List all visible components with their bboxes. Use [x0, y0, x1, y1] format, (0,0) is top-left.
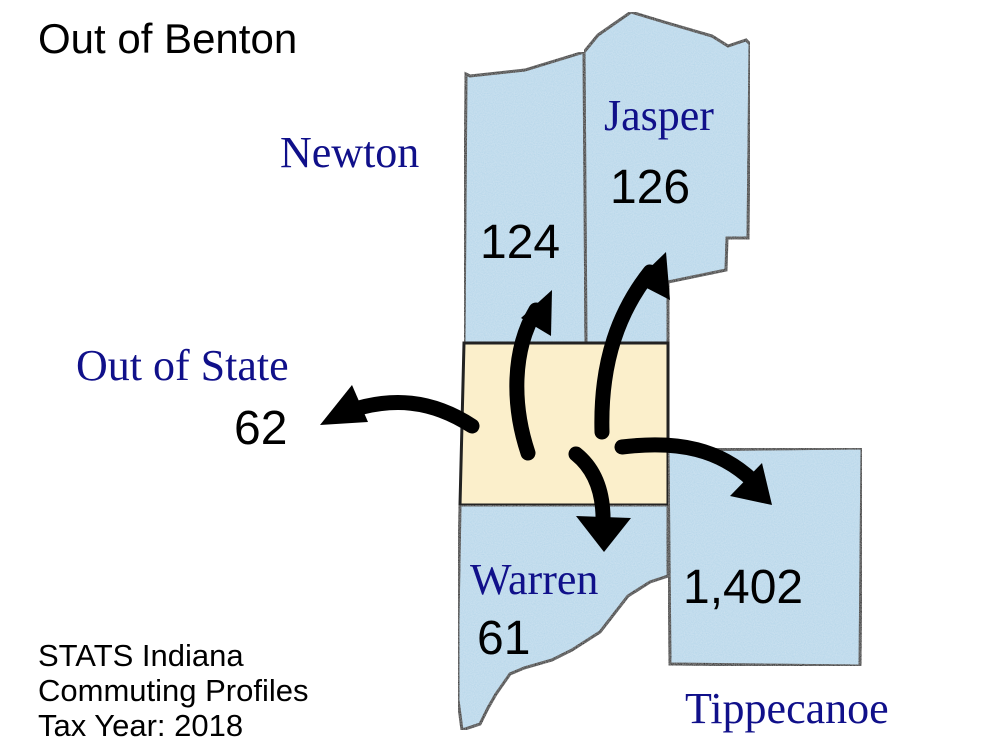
flow-arrows [320, 252, 772, 552]
arrow-to-warren [568, 446, 611, 533]
arrow-to-newton [509, 302, 544, 461]
arrow-to-newton-head [521, 290, 552, 336]
county-name-newton: Newton [280, 128, 419, 177]
county-shape-jasper [582, 10, 752, 345]
county-shape-tippecanoe [666, 446, 864, 668]
source-line-1: STATS Indiana [38, 638, 244, 673]
county-name-warren: Warren [470, 555, 598, 604]
county-name-jasper: Jasper [604, 91, 714, 140]
count-tippecanoe: 1,402 [683, 561, 803, 614]
county-name-out-of-state: Out of State [76, 341, 289, 390]
arrow-to-warren-head [576, 516, 631, 552]
source-line-3: Tax Year: 2018 [38, 708, 243, 743]
count-warren: 61 [477, 612, 530, 665]
county-shape-warren [456, 503, 670, 732]
arrow-to-tippecanoe-head [730, 463, 772, 505]
count-out-of-state: 62 [234, 402, 287, 455]
count-newton: 124 [480, 216, 560, 269]
arrow-to-out-of-state-head [320, 385, 368, 425]
map-title: Out of Benton [38, 15, 297, 62]
source-line-2: Commuting Profiles [38, 673, 308, 708]
arrow-to-jasper [594, 264, 658, 440]
county-name-tippecanoe: Tippecanoe [685, 684, 889, 733]
county-shape-benton [458, 341, 670, 507]
arrow-to-out-of-state [338, 395, 480, 434]
arrow-to-jasper-head [635, 252, 670, 300]
source-note: STATS Indiana Commuting Profiles Tax Yea… [38, 638, 308, 743]
arrow-to-tippecanoe [614, 437, 760, 488]
count-jasper: 126 [610, 161, 690, 214]
county-shape-newton [462, 49, 588, 345]
